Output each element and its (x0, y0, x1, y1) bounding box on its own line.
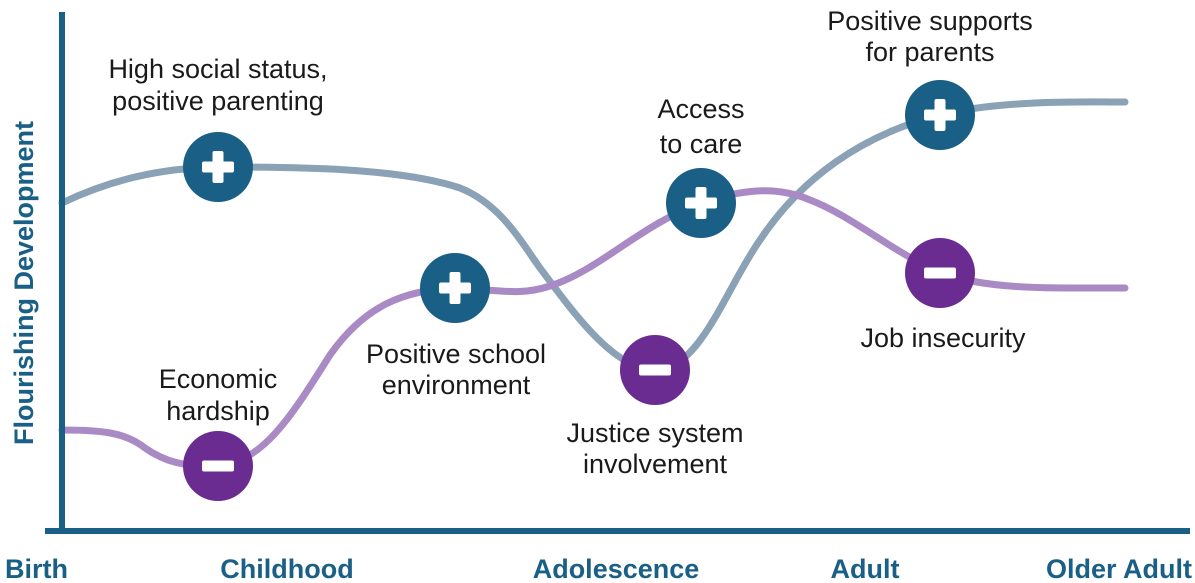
svg-text:involvement: involvement (583, 449, 728, 479)
minus-icon (202, 460, 234, 472)
svg-text:Positive supports: Positive supports (827, 6, 1033, 36)
svg-text:Positive school: Positive school (366, 339, 546, 369)
svg-text:positive parenting: positive parenting (112, 86, 324, 116)
stage-label-adolescence: Adolescence (533, 554, 700, 583)
y-axis-label: Flourishing Development (9, 121, 39, 445)
positive-marker-access-to-care (666, 168, 736, 238)
svg-text:environment: environment (382, 370, 531, 400)
event-label-job-insecurity: Job insecurity (860, 323, 1026, 353)
stage-label-childhood: Childhood (220, 554, 353, 583)
negative-marker-job-insecurity (905, 238, 975, 308)
positive-marker-school-environment (420, 253, 490, 323)
plus-icon (439, 272, 471, 304)
svg-text:Access: Access (657, 94, 744, 124)
positive-marker-social-status (183, 132, 253, 202)
svg-text:Justice system: Justice system (566, 418, 743, 448)
stage-label-birth: Birth (5, 554, 68, 583)
event-label-supports-for-parents: Positive supports for parents (827, 6, 1033, 67)
positive-marker-supports-for-parents (905, 80, 975, 150)
svg-text:to care: to care (660, 129, 743, 159)
event-label-justice-system: Justice system involvement (566, 418, 743, 479)
minus-icon (924, 267, 956, 279)
event-label-economic-hardship: Economic hardship (159, 364, 278, 426)
plus-icon (202, 151, 234, 183)
stage-label-adult: Adult (831, 554, 900, 583)
event-label-access-to-care: Access to care (657, 94, 744, 159)
plus-icon (924, 99, 956, 131)
event-label-social-status: High social status, positive parenting (108, 54, 327, 116)
minus-icon (639, 364, 671, 376)
svg-text:Job insecurity: Job insecurity (860, 323, 1026, 353)
svg-text:hardship: hardship (166, 396, 270, 426)
negative-marker-economic-hardship (183, 431, 253, 501)
event-label-school-environment: Positive school environment (366, 339, 546, 400)
svg-text:for parents: for parents (865, 37, 994, 67)
plus-icon (685, 187, 717, 219)
svg-text:Economic: Economic (159, 364, 278, 394)
negative-marker-justice-system (620, 335, 690, 405)
stage-label-older-adult: Older Adult (1046, 554, 1192, 583)
svg-text:High social status,: High social status, (108, 54, 327, 84)
